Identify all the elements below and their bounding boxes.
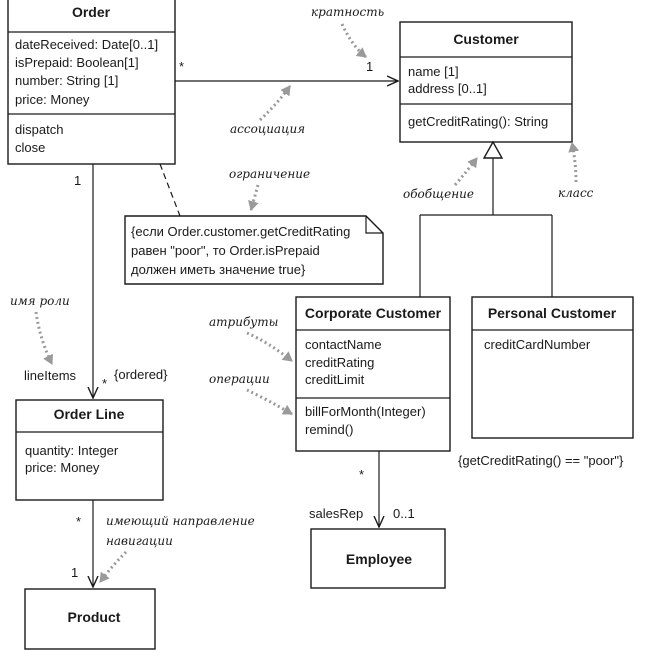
- annotation-class-arrow: [568, 141, 580, 183]
- class-corporate-customer-name: Corporate Customer: [305, 305, 442, 321]
- annotation-attributes-arrow: [246, 331, 293, 363]
- class-corporate-customer-operation: billForMonth(Integer): [305, 404, 426, 419]
- class-employee-box: [310, 528, 446, 589]
- class-order-operation: dispatch: [15, 122, 63, 137]
- annotation-association: ассоциация: [230, 122, 305, 136]
- class-order-line-attribute: quantity: Integer: [25, 443, 119, 458]
- multiplicity-order-end: 1: [74, 173, 81, 188]
- annotation-role-name-arrow: [34, 311, 54, 365]
- class-corporate-customer-box: [295, 296, 451, 452]
- annotation-constraint-arrow: [248, 184, 260, 212]
- annotation-multiplicity-arrow: [340, 23, 367, 59]
- annotation-navigability-arrow: [98, 550, 128, 583]
- class-order-attribute: price: Money: [15, 92, 90, 107]
- constraint-note-line: должен иметь значение true}: [131, 262, 306, 277]
- class-customer-operation: getCreditRating(): String: [408, 114, 548, 129]
- class-order-attribute: isPrepaid: Boolean[1]: [15, 55, 139, 70]
- class-corporate-customer-attribute: contactName: [305, 337, 382, 352]
- class-order-operation: close: [15, 140, 45, 155]
- class-order: Order dateReceived: Date[0..1] isPrepaid…: [7, 0, 176, 165]
- class-employee-name: Employee: [346, 551, 412, 567]
- annotation-constraint: ограничение: [229, 167, 310, 181]
- class-order-line: Order Line quantity: Integer price: Mone…: [15, 399, 164, 501]
- annotation-role-name: имя роли: [10, 294, 70, 308]
- class-corporate-customer-attribute: creditRating: [305, 355, 374, 370]
- annotation-navigability-line2: навигации: [106, 534, 173, 548]
- class-product-name: Product: [68, 609, 121, 625]
- constraint-note-line: {если Order.customer.getCreditRating: [131, 224, 350, 239]
- class-customer-name: Customer: [453, 31, 519, 47]
- multiplicity-corporate-end: *: [359, 467, 364, 482]
- generalization-tree: [419, 140, 553, 297]
- constraint-note: {если Order.customer.getCreditRating рав…: [124, 215, 384, 285]
- class-customer-attribute: name [1]: [408, 64, 459, 79]
- class-product: Product: [24, 588, 156, 650]
- constraint-note-shape: [124, 215, 384, 285]
- class-order-attribute: dateReceived: Date[0..1]: [15, 37, 158, 52]
- class-order-attribute: number: String [1]: [15, 73, 118, 88]
- class-corporate-customer-operation: remind(): [305, 422, 353, 437]
- class-order-line-name: Order Line: [54, 406, 125, 422]
- annotation-operations: операции: [209, 372, 270, 386]
- class-customer-attribute: address [0..1]: [408, 81, 487, 96]
- class-order-line-attribute: price: Money: [25, 460, 100, 475]
- multiplicity-customer-end: 1: [366, 59, 373, 74]
- annotation-navigability-line1: имеющий направление: [106, 514, 255, 528]
- annotation-attributes: атрибуты: [209, 315, 278, 329]
- class-personal-customer: Personal Customer creditCardNumber: [471, 296, 634, 439]
- class-personal-customer-attribute: creditCardNumber: [484, 337, 591, 352]
- class-customer-box: [399, 21, 573, 143]
- constraint-note-fold: [365, 216, 383, 234]
- constraint-note-line: равен "poor", то Order.isPrepaid: [131, 243, 320, 258]
- class-order-box: [7, 0, 176, 165]
- annotation-class: класс: [558, 186, 594, 200]
- class-product-box: [24, 588, 156, 650]
- class-order-name: Order: [72, 4, 111, 20]
- role-name-salesrep: salesRep: [309, 506, 363, 521]
- annotation-association-arrow: [258, 85, 292, 122]
- multiplicity-lineitem-end: *: [102, 376, 107, 391]
- class-personal-customer-name: Personal Customer: [488, 305, 617, 321]
- class-corporate-customer: Corporate Customer contactName creditRat…: [295, 296, 451, 452]
- annotation-generalization: обобщение: [403, 187, 474, 201]
- note-connector: [159, 163, 181, 217]
- multiplicity-orderline-end: *: [76, 514, 81, 529]
- multiplicity-product-end: 1: [71, 565, 78, 580]
- annotation-multiplicity: кратность: [311, 5, 384, 19]
- multiplicity-order-end: *: [179, 59, 184, 74]
- generalization-triangle: [482, 140, 504, 159]
- class-customer: Customer name [1] address [0..1] getCred…: [399, 21, 573, 143]
- multiplicity-employee-end: 0..1: [393, 506, 415, 521]
- annotation-generalization-arrow: [453, 157, 479, 186]
- class-employee: Employee: [310, 528, 446, 589]
- class-order-line-box: [15, 399, 164, 501]
- class-corporate-customer-attribute: creditLimit: [305, 372, 365, 387]
- personal-customer-constraint: {getCreditRating() == "poor"}: [458, 453, 624, 468]
- role-name-lineitems: lineItems: [24, 368, 77, 383]
- annotation-operations-arrow: [246, 388, 293, 416]
- ordered-constraint: {ordered}: [114, 367, 168, 382]
